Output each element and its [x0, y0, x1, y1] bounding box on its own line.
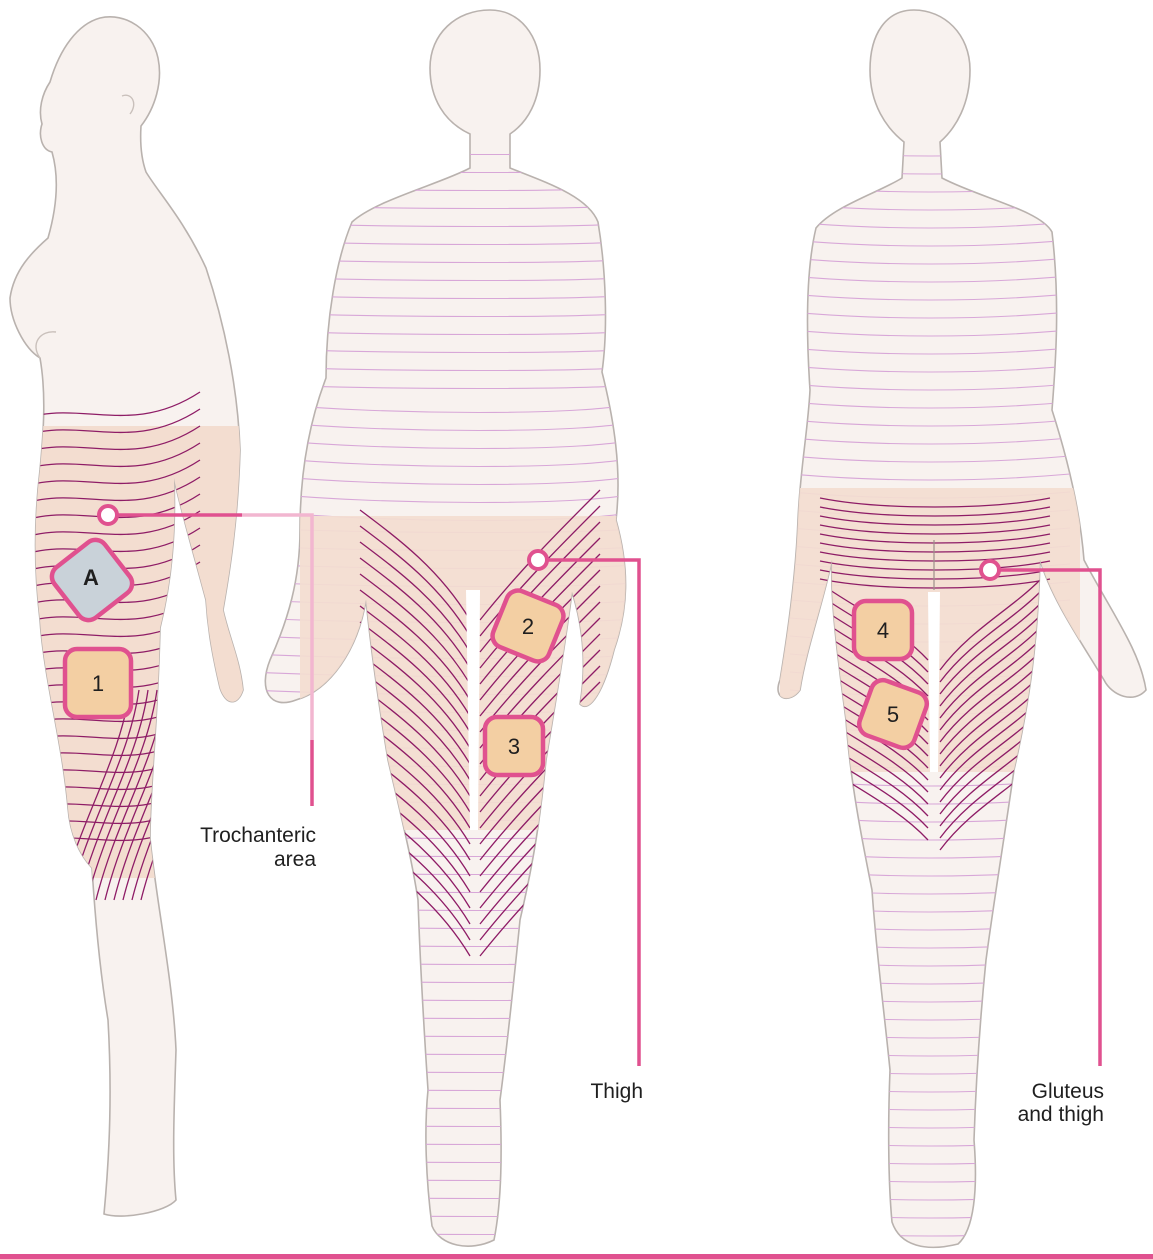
label-trochanteric-line1: Trochanteric	[200, 824, 316, 847]
thigh-dot	[529, 551, 547, 569]
marker-a-label: A	[83, 565, 99, 590]
marker-5-label: 5	[887, 702, 899, 727]
marker-1-label: 1	[92, 671, 104, 696]
figure-back	[778, 10, 1146, 1254]
label-gluteus-line2: and thigh	[1018, 1103, 1104, 1126]
marker-2-label: 2	[522, 614, 534, 639]
back-light-line	[790, 1248, 1070, 1254]
figure-front	[250, 10, 640, 1253]
marker-3-label: 3	[508, 734, 520, 759]
figure-side	[0, 17, 300, 1216]
front-light-line	[250, 168, 640, 173]
marker-4-label: 4	[877, 618, 889, 643]
gluteus-dot	[981, 561, 999, 579]
label-thigh: Thigh	[590, 1080, 643, 1103]
front-tinted-region	[300, 516, 630, 830]
bottom-rule	[0, 1254, 1153, 1259]
trochanteric-dot	[99, 506, 117, 524]
front-light-line	[250, 150, 640, 155]
label-gluteus-line1: Gluteus	[1032, 1080, 1104, 1103]
front-light-line	[250, 1248, 640, 1253]
label-trochanteric-line2: area	[274, 848, 316, 871]
